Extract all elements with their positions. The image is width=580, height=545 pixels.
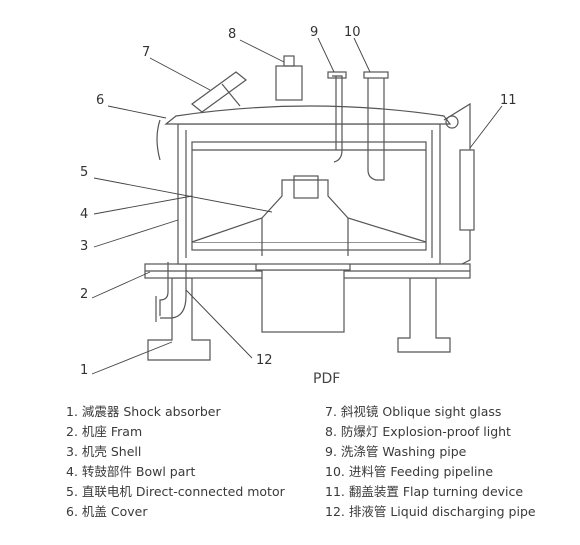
callout-4: 4 bbox=[80, 207, 88, 222]
legend-item-discharge-pipe: 12. 排液管 Liquid discharging pipe bbox=[325, 504, 536, 519]
legend-item-washing-pipe: 9. 洗涤管 Washing pipe bbox=[325, 444, 467, 459]
callout-6: 6 bbox=[96, 93, 104, 108]
sight-glass bbox=[191, 71, 247, 113]
callout-1: 1 bbox=[80, 363, 88, 378]
legend-item-sight-glass: 7. 斜视镜 Oblique sight glass bbox=[325, 404, 502, 419]
legend-item-frame: 2. 机座 Fram bbox=[66, 424, 143, 439]
diagram-caption: PDF bbox=[313, 371, 341, 387]
callout-10: 10 bbox=[344, 25, 361, 40]
legend-item-explosion-light: 8. 防爆灯 Explosion-proof light bbox=[325, 424, 511, 439]
legend-item-feeding-pipe: 10. 进料管 Feeding pipeline bbox=[325, 464, 494, 479]
callout-12: 12 bbox=[256, 353, 273, 368]
callout-labels: 1 2 3 4 5 6 7 8 9 10 11 12 bbox=[80, 25, 517, 378]
legend-item-shock-absorber: 1. 減震器 Shock absorber bbox=[66, 404, 221, 419]
discharge-pipe bbox=[159, 262, 187, 319]
legend-right: 7. 斜视镜 Oblique sight glass 8. 防爆灯 Explos… bbox=[325, 402, 536, 522]
callout-8: 8 bbox=[228, 27, 236, 42]
feeding-pipe bbox=[367, 78, 385, 181]
legend-item-cover: 6. 机盖 Cover bbox=[66, 504, 148, 519]
callout-5: 5 bbox=[80, 165, 88, 180]
callout-2: 2 bbox=[80, 287, 88, 302]
legend-left: 1. 減震器 Shock absorber 2. 机座 Fram 3. 机壳 S… bbox=[66, 402, 285, 522]
shock-absorber-left bbox=[147, 277, 211, 361]
legend-item-shell: 3. 机壳 Shell bbox=[66, 444, 142, 459]
bowl-hub bbox=[191, 179, 427, 243]
legend-item-motor: 5. 直联电机 Direct-connected motor bbox=[66, 484, 285, 499]
callout-3: 3 bbox=[80, 239, 88, 254]
shock-absorber-right bbox=[397, 277, 451, 353]
motor-body bbox=[261, 269, 345, 333]
callout-7: 7 bbox=[142, 45, 150, 60]
legend-item-flap-device: 11. 翻盖装置 Flap turning device bbox=[325, 484, 524, 499]
cover bbox=[164, 105, 452, 125]
legend-item-bowl: 4. 转鼓部件 Bowl part bbox=[66, 464, 196, 479]
callout-11: 11 bbox=[500, 93, 517, 108]
explosion-proof-light bbox=[275, 65, 303, 101]
washing-pipe bbox=[332, 75, 343, 163]
callout-9: 9 bbox=[310, 25, 318, 40]
